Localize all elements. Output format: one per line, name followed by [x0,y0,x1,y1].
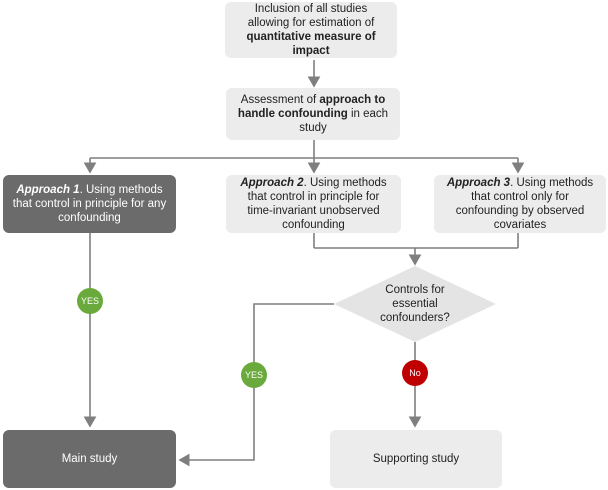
approach1-title: Approach 1 [16,184,80,196]
approach3-title: Approach 3 [446,177,511,189]
assessment-text-bold: approach to handle confounding [237,94,386,120]
decision-label: Controls for essential confounders? [380,284,450,324]
yes-badge-left: YES [77,288,103,314]
inclusion-text-pre: Inclusion of all studies allowing for es… [247,3,375,29]
approach2-box: Approach 2. Using methods that control i… [226,175,401,233]
no-badge: No [402,360,428,386]
yes-badge-middle: YES [241,362,267,388]
inclusion-box: Inclusion of all studies allowing for es… [225,2,397,58]
approach1-text: . Using methods that control in principl… [12,184,167,224]
assessment-text-pre: Assessment of [240,94,320,106]
supporting-study-label: Supporting study [372,453,460,465]
assessment-box: Assessment of approach to handle confoun… [226,88,400,140]
decision-diamond [334,266,496,342]
assessment-text-post: in each study [299,108,389,134]
approach2-text: . Using methods that control in principl… [247,177,387,231]
main-study-box: Main study [3,430,176,488]
approach2-title: Approach 2 [240,177,304,189]
supporting-study-box: Supporting study [330,430,502,488]
approach1-box: Approach 1. Using methods that control i… [3,175,176,233]
main-study-label: Main study [61,453,118,465]
approach3-text: . Using methods that control only for co… [455,177,594,231]
approach3-box: Approach 3. Using methods that control o… [434,175,606,233]
inclusion-text-bold: quantitative measure of impact [246,31,376,57]
